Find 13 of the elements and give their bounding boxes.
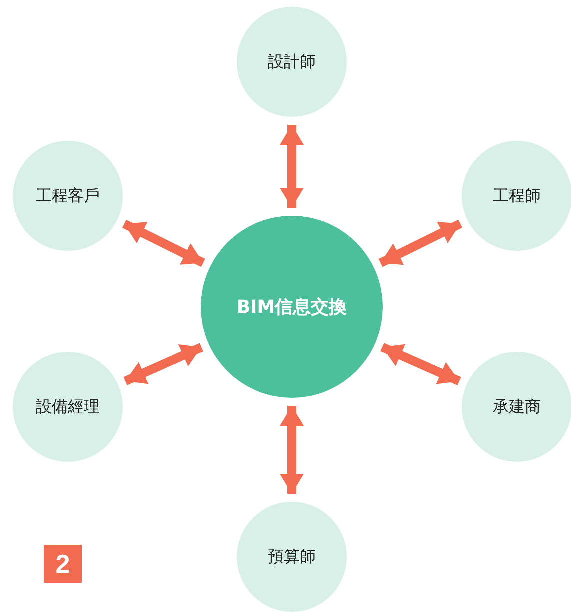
role-label: 預算師 — [268, 546, 316, 568]
step-number: 2 — [44, 545, 82, 583]
role-label: 工程師 — [493, 186, 541, 206]
double-arrow — [280, 125, 304, 208]
role-label: 承建商 — [493, 396, 541, 418]
double-arrow — [122, 220, 206, 268]
double-arrow — [280, 406, 304, 494]
double-arrow — [378, 220, 462, 268]
role-label: 工程客戶 — [36, 186, 100, 206]
role-label: 設計師 — [268, 52, 316, 72]
role-label: 設備經理 — [36, 396, 100, 418]
double-arrow — [124, 343, 204, 386]
hub-label: BIM信息交換 — [236, 296, 348, 319]
